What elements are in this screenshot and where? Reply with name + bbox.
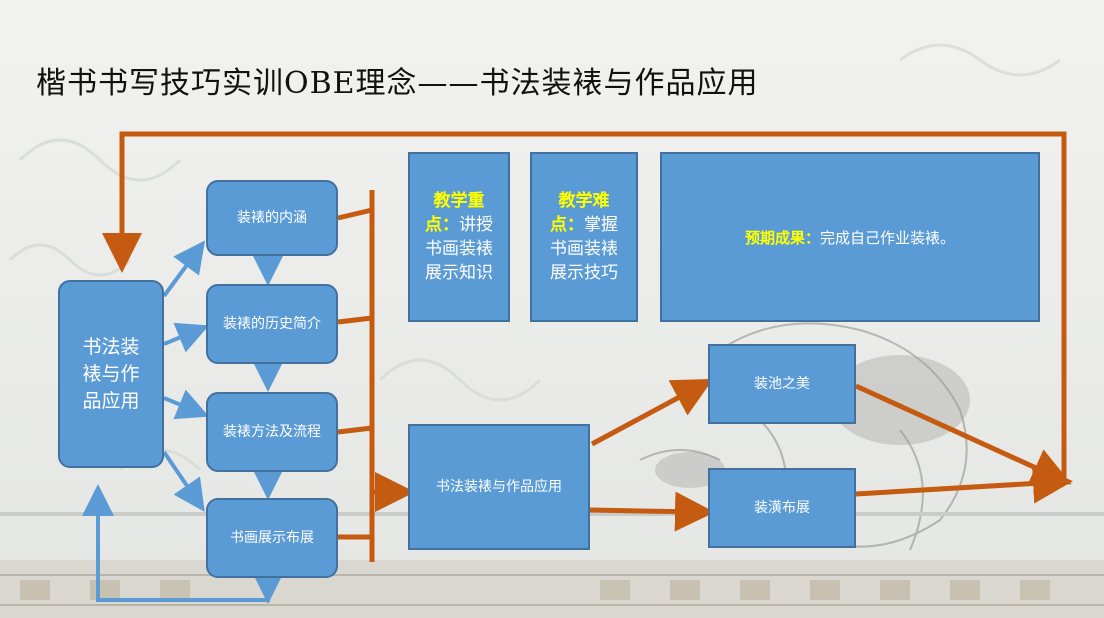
expected-result-box: 预期成果：完成自己作业装裱。 [660, 152, 1040, 322]
outcome-label: 装潢布展 [754, 500, 810, 516]
step-label: 装裱的内涵 [237, 210, 307, 226]
difficult-point-label: 教学难点： [550, 191, 610, 235]
page-title: 楷书书写技巧实训OBE理念——书法装裱与作品应用 [36, 66, 759, 101]
expected-result-content: 完成自己作业装裱。 [820, 228, 956, 247]
key-point-box: 教学重点：讲授书画装裱展示知识 [408, 152, 510, 322]
step-node: 装裱的历史简介 [206, 284, 338, 364]
key-point-label: 教学重点： [425, 191, 485, 235]
key-point-text: 教学重点：讲授书画装裱展示知识 [420, 189, 498, 285]
expected-result-text: 预期成果：完成自己作业装裱。 [745, 227, 955, 248]
step-label: 书画展示布展 [230, 530, 314, 546]
step-label: 装裱的历史简介 [223, 316, 321, 332]
outcome-node: 装潢布展 [708, 468, 856, 548]
middle-node: 书法装裱与作品应用 [408, 424, 590, 550]
difficult-point-box: 教学难点：掌握书画装裱展示技巧 [530, 152, 638, 322]
step-label: 装裱方法及流程 [223, 424, 321, 440]
step-node: 装裱方法及流程 [206, 392, 338, 472]
difficult-point-text: 教学难点：掌握书画装裱展示技巧 [542, 189, 626, 285]
center-node: 书法装 裱与作 品应用 [58, 280, 164, 468]
center-node-label: 书法装 裱与作 品应用 [82, 335, 140, 412]
outcome-label: 装池之美 [754, 376, 810, 392]
step-node: 书画展示布展 [206, 498, 338, 578]
outcome-node: 装池之美 [708, 344, 856, 424]
step-node: 装裱的内涵 [206, 180, 338, 256]
key-point-content: 讲授书画装裱展示知识 [425, 215, 493, 283]
expected-result-label: 预期成果： [744, 228, 820, 247]
middle-node-label: 书法装裱与作品应用 [436, 479, 562, 495]
difficult-point-content: 掌握书画装裱展示技巧 [550, 215, 618, 283]
